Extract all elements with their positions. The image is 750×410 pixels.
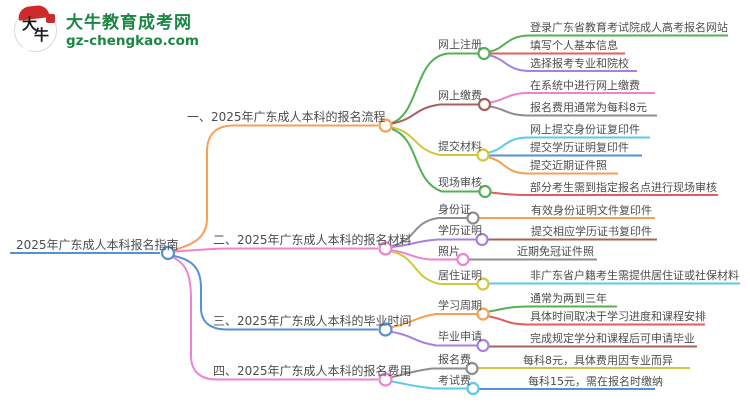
edge-child-online-register: [391, 52, 478, 124]
child-photo-label: 照片: [438, 245, 460, 258]
edge-branch1: [173, 124, 378, 251]
leaf-edu-copy: 提交学历证明复印件: [530, 141, 629, 154]
child-online-register-label: 网上注册: [438, 38, 482, 51]
edge-leaf-depends-progress: [488, 315, 705, 326]
edge-leaf-fee-8yuan: [489, 105, 657, 117]
edge-leaf-recent-photo: [488, 156, 618, 175]
reg-fee-dot: [465, 361, 479, 376]
logo-bubble-tail: [20, 47, 31, 57]
leaf-depends-progress: 具体时间取决于学习进度和课程安排: [530, 310, 706, 323]
leaf-onsite-check: 部分考生需到指定报名点进行现场审核: [530, 181, 717, 194]
edge-leaf-id-copy: [488, 136, 650, 154]
edge-child-photo: [391, 249, 457, 261]
child-id-card-label: 身份证: [438, 203, 471, 216]
leaf-edu-cert: 提交相应学历证书复印件: [531, 225, 652, 238]
logo-title: 大牛教育成考网: [66, 12, 192, 33]
edge-child-edu-proof: [391, 238, 476, 248]
leaf-bareheaded-photo: 近期免冠证件照: [517, 245, 594, 258]
edge-child-online-pay: [391, 103, 478, 125]
leaf-pay-in-system: 在系统中进行网上缴费: [530, 79, 640, 92]
edge-child-submit-materials: [391, 126, 477, 156]
logo-char-1: 大: [22, 15, 38, 33]
edge-child-residence-proof: [391, 250, 477, 285]
leaf-valid-id: 有效身份证明文件复印件: [531, 204, 652, 217]
edge-child-id-card: [391, 217, 467, 247]
edge-child-grad-apply: [391, 331, 477, 347]
online-pay-dot: [477, 97, 492, 112]
child-edu-proof-label: 学历证明: [438, 224, 482, 237]
child-study-cycle-label: 学习周期: [438, 299, 482, 312]
edu-proof-dot: [475, 232, 489, 247]
id-card-dot: [466, 211, 480, 225]
leaf-fee-per-subject: 每科8元，具体费用因专业而异: [523, 354, 673, 367]
submit-materials-dot: [476, 148, 490, 162]
logo-text-block: 大牛教育成考网 gz-chengkao.com: [66, 13, 199, 49]
exam-fee-dot: [466, 381, 480, 396]
edge-child-study-cycle: [391, 313, 477, 328]
site-logo[interactable]: 大 牛 大牛教育成考网 gz-chengkao.com: [14, 4, 199, 57]
leaf-recent-photo: 提交近期证件照: [530, 159, 607, 172]
leaf-two-three-years: 通常为两到三年: [530, 292, 607, 305]
leaf-fee-8yuan: 报名费用通常为每科8元: [530, 101, 647, 114]
edge-leaf-onsite-check: [490, 191, 718, 196]
child-submit-materials-label: 提交材料: [438, 140, 482, 153]
edge-leaf-two-three-years: [488, 305, 617, 313]
leaf-id-copy: 网上提交身份证复印件: [530, 123, 640, 136]
branch2-node-dot: [378, 241, 393, 256]
leaf-fill-info: 填写个人基本信息: [530, 39, 618, 52]
logo-char-2: 牛: [34, 26, 50, 44]
logo-domain: gz-chengkao.com: [66, 32, 200, 49]
leaf-choose-major: 选择报考专业和院校: [530, 57, 629, 70]
branch3-node-dot: [378, 322, 393, 337]
child-residence-proof-label: 居住证明: [438, 269, 482, 282]
branch4-node-dot: [378, 372, 393, 387]
study-cycle-dot: [476, 307, 490, 321]
root-node-dot: [160, 245, 176, 261]
edge-branch4: [171, 256, 378, 381]
branch2-label: 二、2025年广东成人本科的报名材料: [213, 233, 412, 247]
root-topic-label: 2025年广东成人本科报名指南: [16, 238, 179, 252]
branch1-node-dot: [378, 118, 393, 133]
leaf-non-gd-residence: 非广东省户籍考生需提供居住证或社保材料: [530, 269, 739, 282]
edge-child-exam-fee: [391, 380, 467, 390]
branch4-label: 四、2025年广东成人本科的报名费用: [213, 364, 412, 378]
residence-proof-dot: [476, 277, 490, 291]
edge-branch3: [173, 255, 378, 331]
edge-leaf-pay-in-system: [489, 92, 655, 104]
online-register-dot: [477, 46, 491, 61]
edge-branch2: [174, 247, 378, 253]
leaf-complete-credits: 完成规定学分和课程后可申请毕业: [530, 332, 695, 345]
child-exam-fee-label: 考试费: [438, 374, 471, 387]
onsite-review-dot: [478, 184, 492, 199]
branch1-label: 一、2025年广东成人本科的报名流程: [187, 110, 386, 124]
edge-child-reg-fee: [391, 367, 466, 378]
child-grad-apply-label: 毕业申请: [438, 330, 482, 343]
child-online-pay-label: 网上缴费: [438, 89, 482, 102]
branch3-label: 三、2025年广东成人本科的毕业时间: [213, 314, 412, 328]
child-onsite-review-label: 现场审核: [438, 176, 482, 189]
logo-seal-icon: [46, 14, 55, 23]
daniu-logo-icon: 大 牛: [14, 4, 57, 57]
photo-dot: [456, 252, 470, 267]
edge-child-onsite-review: [391, 128, 479, 193]
leaf-exam-15yuan: 每科15元，需在报名时缴纳: [528, 375, 663, 388]
edge-leaf-choose-major: [489, 54, 637, 72]
grad-apply-dot: [476, 338, 490, 353]
child-reg-fee-label: 报名费: [438, 353, 471, 366]
edge-leaf-login-site: [489, 34, 728, 53]
leaf-login-site: 登录广东省教育考试院成人高考报名网站: [530, 21, 728, 34]
